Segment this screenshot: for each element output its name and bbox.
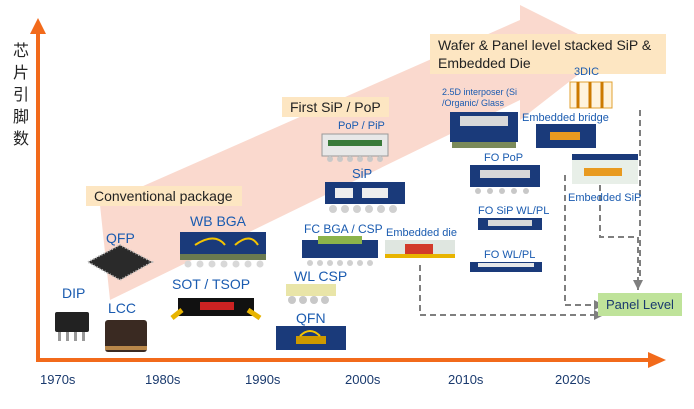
wl-csp-package-image (286, 284, 336, 304)
sip-package-image (325, 182, 405, 213)
label-embedded-sip: Embedded SiP (568, 192, 642, 204)
decade-1990s: 1990s (245, 372, 281, 387)
embedded-sip-package-image (572, 154, 638, 184)
label-embedded-bridge: Embedded bridge (522, 112, 609, 124)
label-wl-csp: WL CSP (294, 268, 348, 284)
label-fo-wl-pl: FO WL/PL (484, 249, 536, 261)
qfp-package-image (85, 243, 155, 282)
embedded-die-package-image (385, 240, 455, 258)
label-2-5d-interposer: 2.5D interposer (Si /Organic/ Glass (442, 87, 518, 108)
fo-sip-package-image (478, 218, 542, 230)
dip-package-image (55, 312, 89, 341)
era-wafer-panel-level: Wafer & Panel level stacked SiP & Embedd… (430, 34, 666, 74)
label-lcc: LCC (108, 300, 137, 316)
era-conventional-package: Conventional package (86, 186, 242, 206)
connector-arrowhead-3 (633, 280, 643, 290)
panel-level-box: Panel Level (598, 293, 682, 316)
label-qfp: QFP (106, 230, 135, 246)
label-dip: DIP (62, 285, 86, 301)
label-pop-pip: PoP / PiP (338, 120, 385, 132)
3dic-package-image (569, 81, 613, 109)
decade-2010s: 2010s (448, 372, 484, 387)
decade-2020s: 2020s (555, 372, 591, 387)
fo-pop-package-image (470, 165, 540, 194)
panel-level-connectors (419, 110, 641, 316)
label-qfn: QFN (296, 310, 326, 326)
label-wb-bga: WB BGA (190, 213, 247, 229)
x-axis-arrowhead (648, 352, 666, 368)
decade-1970s: 1970s (40, 372, 76, 387)
label-fo-pop: FO PoP (484, 152, 524, 164)
era-first-sip-pop: First SiP / PoP (282, 97, 389, 117)
wb-bga-package-image (180, 232, 266, 268)
sot-package-image (170, 298, 262, 321)
fc-bga-package-image (302, 236, 378, 266)
pop-pip-package-image (321, 133, 389, 162)
label-fo-sip-wl-pl: FO SiP WL/PL (478, 205, 550, 217)
y-axis-arrowhead (30, 18, 46, 34)
decade-1980s: 1980s (145, 372, 181, 387)
label-sip: SiP (352, 166, 373, 181)
label-sot-tsop: SOT / TSOP (172, 276, 251, 292)
label-embedded-die: Embedded die (386, 227, 457, 239)
fo-wl-package-image (470, 262, 542, 272)
label-3dic: 3DIC (574, 66, 600, 78)
decade-2000s: 2000s (345, 372, 381, 387)
embedded-bridge-package-image (536, 124, 596, 148)
lcc-package-image (105, 320, 147, 352)
qfn-package-image (276, 326, 346, 350)
interposer-package-image (450, 112, 518, 148)
y-axis-label: 芯片引脚数 (12, 41, 29, 148)
label-fc-bga-csp: FC BGA / CSP (304, 222, 383, 236)
